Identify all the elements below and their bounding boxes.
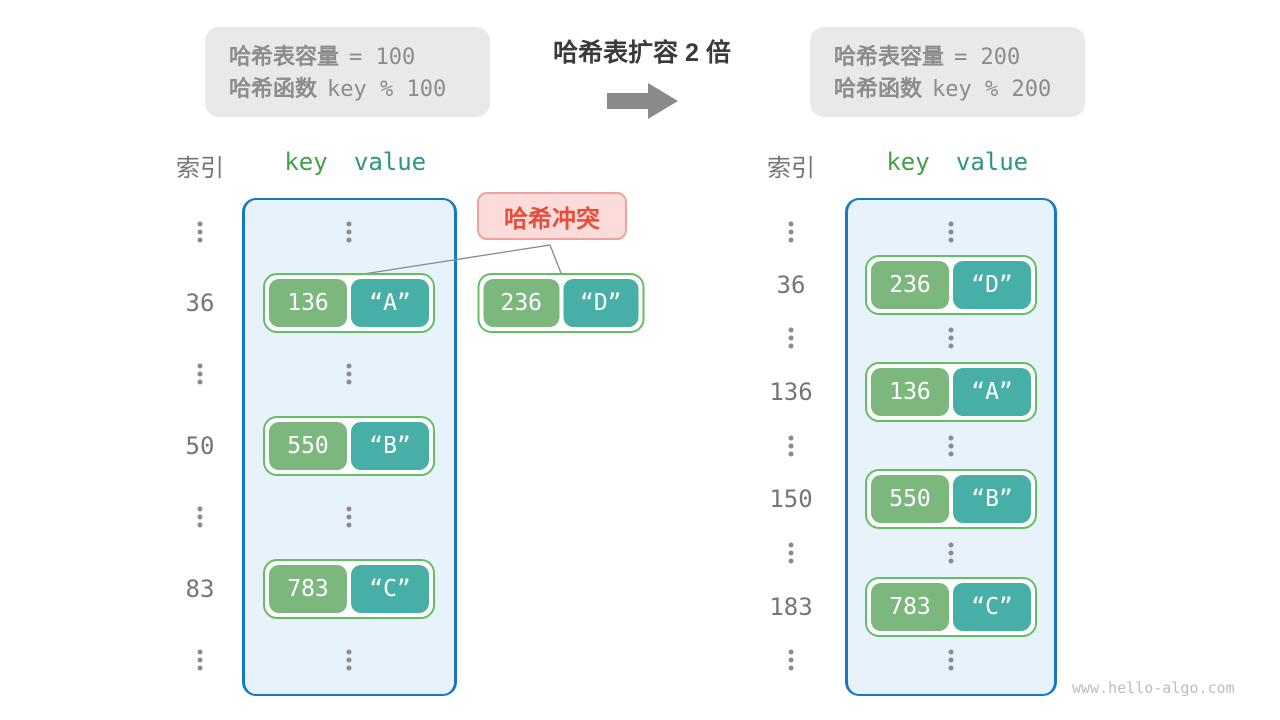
right-index-ellipsis [788,327,794,349]
watermark: www.hello-algo.com [1072,679,1235,697]
value-cell: “B” [351,422,429,470]
right-pair-236-D: 236 “D” [865,255,1037,315]
left-pair-136-A: 136 “A” [263,273,435,333]
capacity-label: 哈希表容量 [834,44,945,69]
left-index-label: 36 [185,289,215,317]
value-cell: “D” [953,261,1031,309]
right-bucket-ellipsis [948,327,954,349]
key-cell: 550 [871,475,949,523]
right-header-value: value [955,148,1029,176]
key-cell: 136 [269,279,347,327]
left-bucket-ellipsis [346,221,352,243]
right-header-key: key [886,148,930,176]
key-cell: 783 [871,583,949,631]
left-header-key: key [284,148,328,176]
right-bucket-ellipsis [948,649,954,671]
page-title: 哈希表扩容 2 倍 [553,39,731,67]
value-cell: “A” [953,368,1031,416]
capacity-line: 哈希表容量 = 200 [834,41,1061,73]
value-cell: “C” [953,583,1031,631]
right-index-ellipsis [788,435,794,457]
right-index-label: 150 [769,485,813,513]
capacity-label: 哈希表容量 [229,44,340,69]
left-bucket-ellipsis [346,649,352,671]
key-cell: 783 [269,565,347,613]
right-pair-550-B: 550 “B” [865,469,1037,529]
right-index-label: 36 [776,271,806,299]
key-cell: 236 [483,279,559,327]
left-header-value: value [353,148,427,176]
value-cell: “A” [351,279,429,327]
hash-function-value: key % 200 [932,77,1052,102]
right-pair-136-A: 136 “A” [865,362,1037,422]
right-header-index: 索引 [767,155,815,182]
right-bucket-ellipsis [948,435,954,457]
left-index-label: 83 [185,575,215,603]
key-cell: 136 [871,368,949,416]
hash-function-line: 哈希函数 key % 200 [834,73,1061,105]
left-bucket-ellipsis [346,363,352,385]
capacity-value: = 200 [954,45,1021,70]
left-index-ellipsis [197,363,203,385]
right-bucket-ellipsis [948,221,954,243]
hash-function-line: 哈希函数 key % 100 [229,73,466,105]
right-pair-783-C: 783 “C” [865,577,1037,637]
left-bucket-ellipsis [346,506,352,528]
hash-capacity-box-before: 哈希表容量 = 100 哈希函数 key % 100 [205,27,490,117]
left-pair-783-C: 783 “C” [263,559,435,619]
hash-function-label: 哈希函数 [229,76,318,101]
left-header-index: 索引 [176,155,224,182]
right-index-label: 136 [769,378,813,406]
right-bucket-ellipsis [948,542,954,564]
hash-function-label: 哈希函数 [834,76,923,101]
value-cell: “C” [351,565,429,613]
hash-capacity-box-after: 哈希表容量 = 200 哈希函数 key % 200 [810,27,1085,117]
left-index-ellipsis [197,649,203,671]
right-index-ellipsis [788,221,794,243]
right-arrow-icon [607,83,678,119]
hash-function-value: key % 100 [327,77,447,102]
right-index-label: 183 [769,593,813,621]
key-cell: 550 [269,422,347,470]
left-index-ellipsis [197,221,203,243]
left-index-ellipsis [197,506,203,528]
left-pair-550-B: 550 “B” [263,416,435,476]
key-cell: 236 [871,261,949,309]
right-index-ellipsis [788,649,794,671]
capacity-line: 哈希表容量 = 100 [229,41,466,73]
capacity-value: = 100 [349,45,416,70]
right-index-ellipsis [788,542,794,564]
value-cell: “B” [953,475,1031,523]
hash-collision-label: 哈希冲突 [477,192,627,240]
collision-pair-236-D: 236 “D” [477,273,645,333]
value-cell: “D” [563,279,639,327]
left-index-label: 50 [185,432,215,460]
